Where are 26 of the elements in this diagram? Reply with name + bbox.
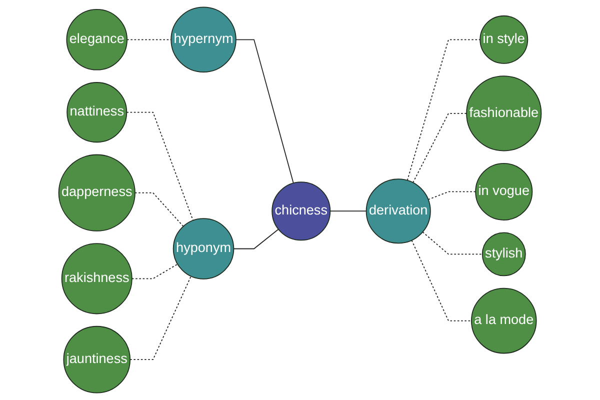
word-node: stylish xyxy=(482,232,526,276)
connector-line xyxy=(233,228,279,250)
word-node: in style xyxy=(480,15,528,64)
connector-line xyxy=(412,112,467,184)
word-node: derivation xyxy=(366,178,431,244)
word-node: chicness xyxy=(272,182,331,241)
word-node: jauntiness xyxy=(63,326,131,394)
connector-line xyxy=(330,210,367,212)
connector-line xyxy=(422,232,483,255)
word-node: rakishness xyxy=(61,243,132,314)
connector-line xyxy=(130,276,192,360)
word-node: in vogue xyxy=(475,162,533,220)
connector-line xyxy=(134,192,184,227)
connector-line xyxy=(126,112,194,221)
connector-line xyxy=(132,264,178,280)
connector-line xyxy=(428,191,476,200)
word-node: a la mode xyxy=(470,288,537,354)
word-node: hyponym xyxy=(172,218,234,280)
connector-line xyxy=(236,39,294,184)
connector-line xyxy=(411,240,472,322)
word-node: elegance xyxy=(66,9,128,70)
word-node: dapperness xyxy=(58,154,136,232)
word-node: fashionable xyxy=(466,76,542,152)
connector-line xyxy=(406,39,481,181)
word-node: nattiness xyxy=(66,82,128,143)
word-node: hypernym xyxy=(170,6,236,73)
